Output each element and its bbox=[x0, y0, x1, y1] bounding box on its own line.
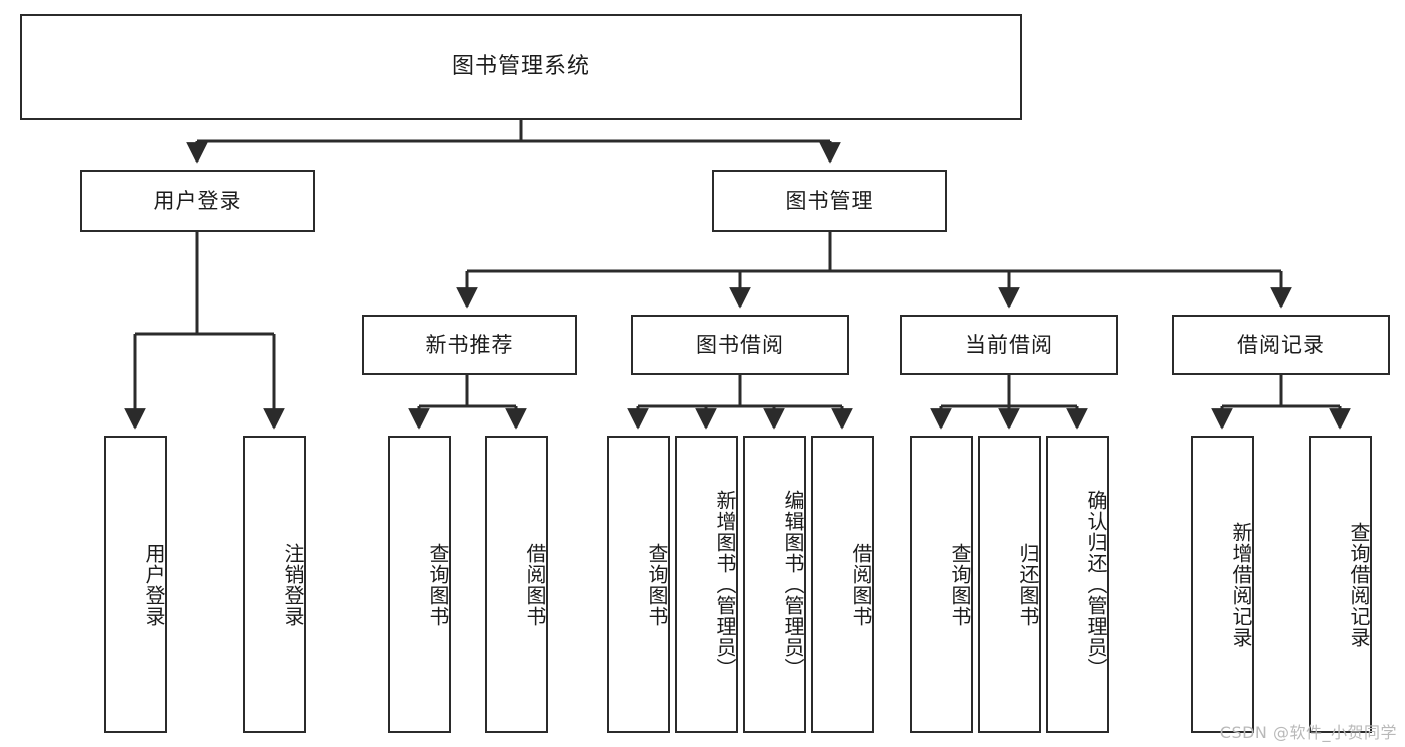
node-current-borrow[interactable]: 当前借阅 bbox=[900, 315, 1118, 375]
node-label: 编辑图书（管理员） bbox=[781, 490, 805, 679]
leaf-current-confirm-return[interactable]: 确认归还（管理员） bbox=[1046, 436, 1109, 733]
node-label: 借阅图书 bbox=[523, 542, 547, 627]
node-book-management[interactable]: 图书管理 bbox=[712, 170, 947, 232]
leaf-borrow-add-book[interactable]: 新增图书（管理员） bbox=[675, 436, 738, 733]
node-label: 借阅记录 bbox=[1237, 332, 1325, 357]
node-user-login[interactable]: 用户登录 bbox=[80, 170, 315, 232]
node-label: 查询图书 bbox=[948, 542, 972, 627]
leaf-borrow-borrow-book[interactable]: 借阅图书 bbox=[811, 436, 874, 733]
node-root-library-system[interactable]: 图书管理系统 bbox=[20, 14, 1022, 120]
node-label: 确认归还（管理员） bbox=[1084, 490, 1108, 679]
csdn-watermark: CSDN @软件_小贺同学 bbox=[1219, 723, 1397, 742]
node-label: 新增图书（管理员） bbox=[713, 490, 737, 679]
leaf-new-book-borrow[interactable]: 借阅图书 bbox=[485, 436, 548, 733]
leaf-current-query-book[interactable]: 查询图书 bbox=[910, 436, 973, 733]
node-label: 注销登录 bbox=[281, 542, 305, 627]
leaf-new-book-query[interactable]: 查询图书 bbox=[388, 436, 451, 733]
leaf-user-logout[interactable]: 注销登录 bbox=[243, 436, 306, 733]
node-label: 查询图书 bbox=[426, 542, 450, 627]
leaf-record-add[interactable]: 新增借阅记录 bbox=[1191, 436, 1254, 733]
leaf-user-login[interactable]: 用户登录 bbox=[104, 436, 167, 733]
node-label: 用户登录 bbox=[142, 542, 166, 627]
leaf-borrow-query-book[interactable]: 查询图书 bbox=[607, 436, 670, 733]
node-label: 新增借阅记录 bbox=[1229, 521, 1253, 648]
node-label: 新书推荐 bbox=[425, 332, 514, 357]
node-label: 当前借阅 bbox=[965, 332, 1053, 357]
node-book-borrow[interactable]: 图书借阅 bbox=[631, 315, 849, 375]
node-label: 查询图书 bbox=[645, 542, 669, 627]
leaf-record-query[interactable]: 查询借阅记录 bbox=[1309, 436, 1372, 733]
node-label: 图书管理系统 bbox=[451, 54, 590, 80]
node-label: 查询借阅记录 bbox=[1347, 521, 1371, 648]
node-label: 归还图书 bbox=[1016, 542, 1040, 627]
node-label: 借阅图书 bbox=[849, 542, 873, 627]
node-label: 用户登录 bbox=[153, 188, 242, 213]
node-borrow-record[interactable]: 借阅记录 bbox=[1172, 315, 1390, 375]
node-new-book-recommend[interactable]: 新书推荐 bbox=[362, 315, 577, 375]
node-label: 图书管理 bbox=[785, 188, 874, 213]
leaf-borrow-edit-book[interactable]: 编辑图书（管理员） bbox=[743, 436, 806, 733]
node-label: 图书借阅 bbox=[696, 332, 784, 357]
leaf-current-return-book[interactable]: 归还图书 bbox=[978, 436, 1041, 733]
